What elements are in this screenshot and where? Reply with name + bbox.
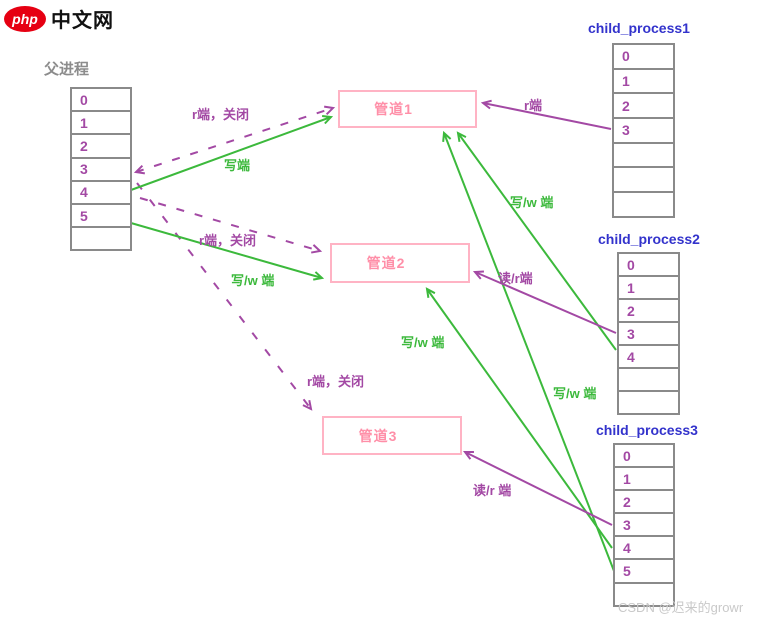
fd-cell: 2	[613, 489, 675, 515]
fd-cell: 3	[70, 156, 132, 182]
fd-cell	[617, 367, 680, 392]
php-logo-badge: php	[4, 5, 46, 32]
edge-child2-read-pipe2	[472, 270, 617, 334]
fd-cell: 0	[613, 443, 675, 469]
fd-cell: 1	[70, 110, 132, 136]
pipe3-box: 管道3	[322, 416, 462, 455]
label-pipe2-r-close: r端，关闭	[199, 233, 257, 248]
edge-parent-rclose-pipe3	[136, 182, 313, 411]
fd-cell	[70, 226, 132, 252]
fd-cell	[613, 581, 675, 607]
site-logo: php 中文网	[4, 4, 114, 33]
fd-cell: 5	[613, 558, 675, 584]
pipe2-box: 管道2	[330, 243, 470, 283]
fd-cell: 3	[613, 512, 675, 538]
label-pipe2-write-end: 写/w 端	[231, 273, 275, 288]
child3-fd-table: 0 1 2 3 4 5	[613, 443, 675, 607]
fd-cell: 1	[612, 67, 675, 95]
label-child2-write-end: 写/w 端	[510, 195, 554, 210]
fd-cell: 5	[70, 202, 132, 229]
label-child1-r-end: r端	[524, 98, 543, 113]
child-process1-title: child_process1	[588, 20, 690, 36]
fd-cell: 3	[617, 321, 680, 346]
child-process3-title: child_process3	[596, 422, 698, 438]
edge-child1-read-pipe1	[480, 99, 612, 130]
fd-cell: 2	[617, 298, 680, 323]
fd-cell: 3	[612, 117, 675, 144]
fd-cell	[612, 166, 675, 194]
site-logo-text: 中文网	[51, 10, 114, 32]
fd-cell: 1	[617, 275, 680, 300]
fd-cell	[612, 141, 675, 169]
parent-process-title: 父进程	[44, 61, 90, 78]
fd-cell: 0	[612, 43, 675, 70]
fd-cell: 0	[70, 87, 132, 113]
fd-cell: 4	[613, 535, 675, 561]
label-child3-read-end: 读/r 端	[473, 483, 512, 498]
parent-fd-table: 0 1 2 3 4 5	[70, 87, 132, 252]
label-child2-read-end: 读/r端	[498, 271, 533, 286]
csdn-watermark: CSDN @迟来的growr	[618, 600, 744, 615]
fd-cell	[612, 191, 675, 218]
edge-child2-write-pipe1	[456, 131, 617, 351]
fd-cell: 4	[70, 179, 132, 205]
fd-cell: 1	[613, 466, 675, 492]
fd-cell: 2	[612, 92, 675, 120]
fd-cell: 4	[617, 344, 680, 369]
fd-cell: 0	[617, 252, 680, 277]
child-process2-title: child_process2	[598, 231, 700, 247]
child2-fd-table: 0 1 2 3 4	[617, 252, 680, 415]
edge-parent-write-pipe1	[130, 114, 334, 191]
fd-cell: 2	[70, 133, 132, 159]
child1-fd-table: 0 1 2 3	[612, 43, 675, 218]
label-pipe1-r-close: r端，关闭	[192, 107, 250, 122]
pipe1-box: 管道1	[338, 90, 477, 128]
label-pipe3-r-close: r端，关闭	[307, 374, 365, 389]
label-child3-write-pipe1: 写/w 端	[553, 386, 597, 401]
label-pipe1-write-end: 写端	[224, 158, 251, 173]
label-child3-write-pipe2: 写/w 端	[401, 335, 445, 350]
fd-cell	[617, 390, 680, 415]
